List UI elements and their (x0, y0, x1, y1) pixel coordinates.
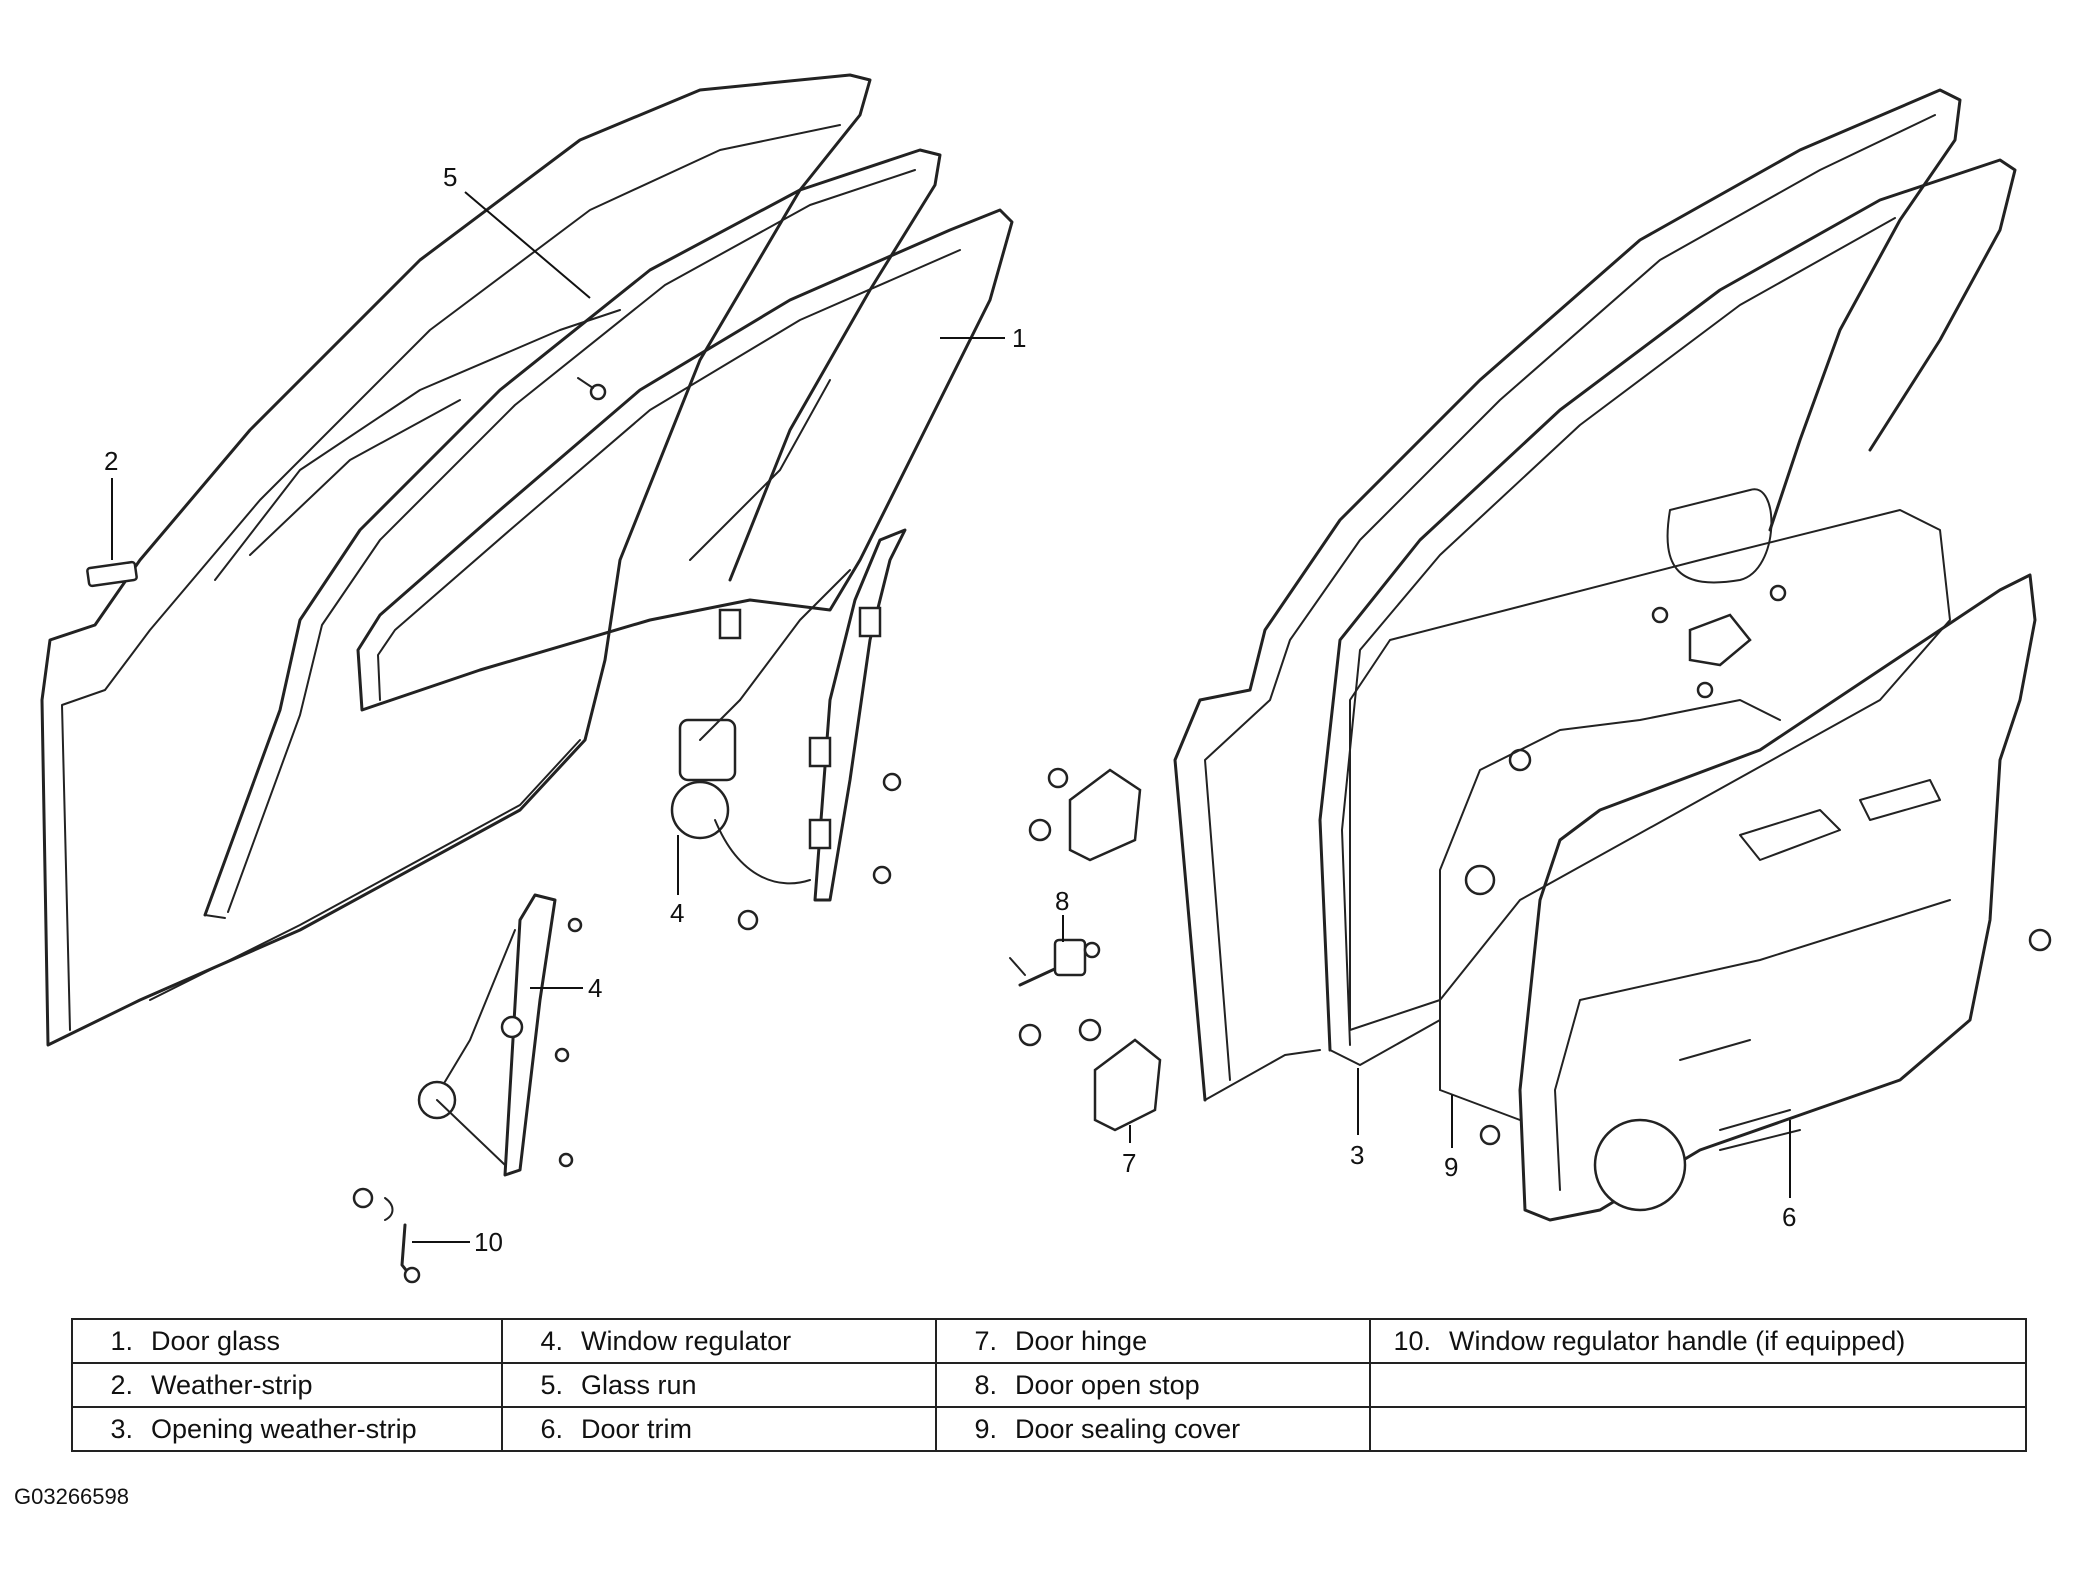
legend-cell: 9.Door sealing cover (935, 1406, 1371, 1452)
door-open-stop (1009, 938, 1101, 987)
door-sealing-cover (1439, 699, 1781, 1121)
svg-text:4: 4 (588, 973, 602, 1003)
legend-cell: 2.Weather-strip (71, 1362, 503, 1408)
svg-text:5: 5 (443, 162, 457, 192)
legend-cell: 5.Glass run (501, 1362, 937, 1408)
callout-8: 8 (1055, 886, 1069, 942)
svg-text:2: 2 (104, 446, 118, 476)
weather-strip (86, 560, 138, 588)
legend-cell: 10.Window regulator handle (if equipped) (1369, 1318, 2027, 1364)
door-inner-panel (1349, 488, 1951, 1031)
legend-row: 1.Door glass 4.Window regulator 7.Door h… (71, 1318, 2027, 1364)
figure-code: G03266598 (14, 1484, 129, 1509)
legend-row: 2.Weather-strip 5.Glass run 8.Door open … (71, 1362, 2027, 1408)
callout-7: 7 (1122, 1125, 1136, 1178)
legend-cell: 7.Door hinge (935, 1318, 1371, 1364)
legend-cell: 4.Window regulator (501, 1318, 937, 1364)
svg-text:7: 7 (1122, 1148, 1136, 1178)
opening-weather-strip (1318, 158, 2017, 1066)
svg-text:4: 4 (670, 898, 684, 928)
glass-bolt-icon (577, 377, 607, 401)
regulator-bolts-icon (737, 772, 902, 931)
trim-clip-icon (1479, 928, 2052, 1146)
svg-text:3: 3 (1350, 1140, 1364, 1170)
door-hinge-lower (1018, 1018, 1162, 1132)
legend-row: 3.Opening weather-strip 6.Door trim 9.Do… (71, 1406, 2027, 1452)
door-trim (1518, 573, 2037, 1222)
callout-5: 5 (443, 162, 591, 299)
legend-cell: 1.Door glass (71, 1318, 503, 1364)
callout-6: 6 (1782, 1120, 1796, 1232)
callout-10: 10 (412, 1227, 503, 1257)
callout-4-upper: 4 (670, 835, 684, 928)
left-door-shell (40, 73, 872, 1047)
power-window-regulator (670, 528, 907, 902)
door-hinge-upper (1028, 767, 1142, 862)
callout-4-lower: 4 (530, 973, 602, 1003)
glass-run (203, 148, 942, 919)
legend-cell: 8.Door open stop (935, 1362, 1371, 1408)
legend-cell: 3.Opening weather-strip (71, 1406, 503, 1452)
legend-cell-empty (1369, 1406, 2027, 1452)
inside-handle-bracket (1651, 584, 1787, 699)
svg-text:8: 8 (1055, 886, 1069, 916)
door-exploded-diagram: 1 2 3 4 4 5 6 7 8 9 10 (40, 73, 2052, 1284)
legend-cell: 6.Door trim (501, 1406, 937, 1452)
manual-window-regulator (417, 893, 583, 1177)
legend-cell-empty (1369, 1362, 2027, 1408)
door-glass (356, 208, 1014, 712)
parts-legend-table: 1.Door glass 4.Window regulator 7.Door h… (71, 1318, 2027, 1452)
right-door-frame (1173, 88, 1962, 1102)
callout-3: 3 (1350, 1068, 1364, 1170)
callout-9: 9 (1444, 1095, 1458, 1182)
svg-text:9: 9 (1444, 1152, 1458, 1182)
svg-text:10: 10 (474, 1227, 503, 1257)
svg-text:6: 6 (1782, 1202, 1796, 1232)
callout-1: 1 (940, 323, 1026, 353)
regulator-handle (352, 1187, 421, 1284)
svg-text:1: 1 (1012, 323, 1026, 353)
callout-2: 2 (104, 446, 118, 560)
